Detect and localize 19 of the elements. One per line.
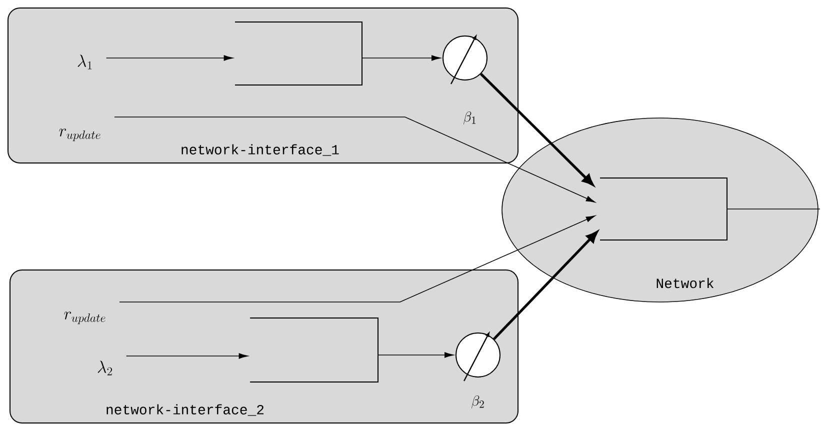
server-drawing — [456, 332, 500, 382]
arrow — [492, 231, 598, 340]
arrow — [126, 353, 248, 359]
arrow — [114, 116, 596, 202]
rate-label: $r_{update}$ — [64, 312, 106, 324]
rate-label: $\beta_1$ — [463, 111, 476, 124]
rate-label: $\beta_2$ — [471, 395, 484, 408]
arrow — [362, 55, 441, 61]
rate-label: $\lambda_2$ — [98, 360, 112, 376]
rate-label: $\lambda_1$ — [78, 54, 92, 70]
arrow — [106, 55, 233, 61]
rate-label: $r_{update}$ — [59, 128, 100, 142]
arrow — [480, 73, 594, 186]
queue-drawing — [250, 318, 378, 382]
queue-drawing — [600, 178, 728, 240]
queue-drawing — [234, 22, 362, 86]
arrow — [378, 352, 454, 358]
server-drawing — [442, 36, 488, 84]
arrow — [119, 216, 596, 302]
